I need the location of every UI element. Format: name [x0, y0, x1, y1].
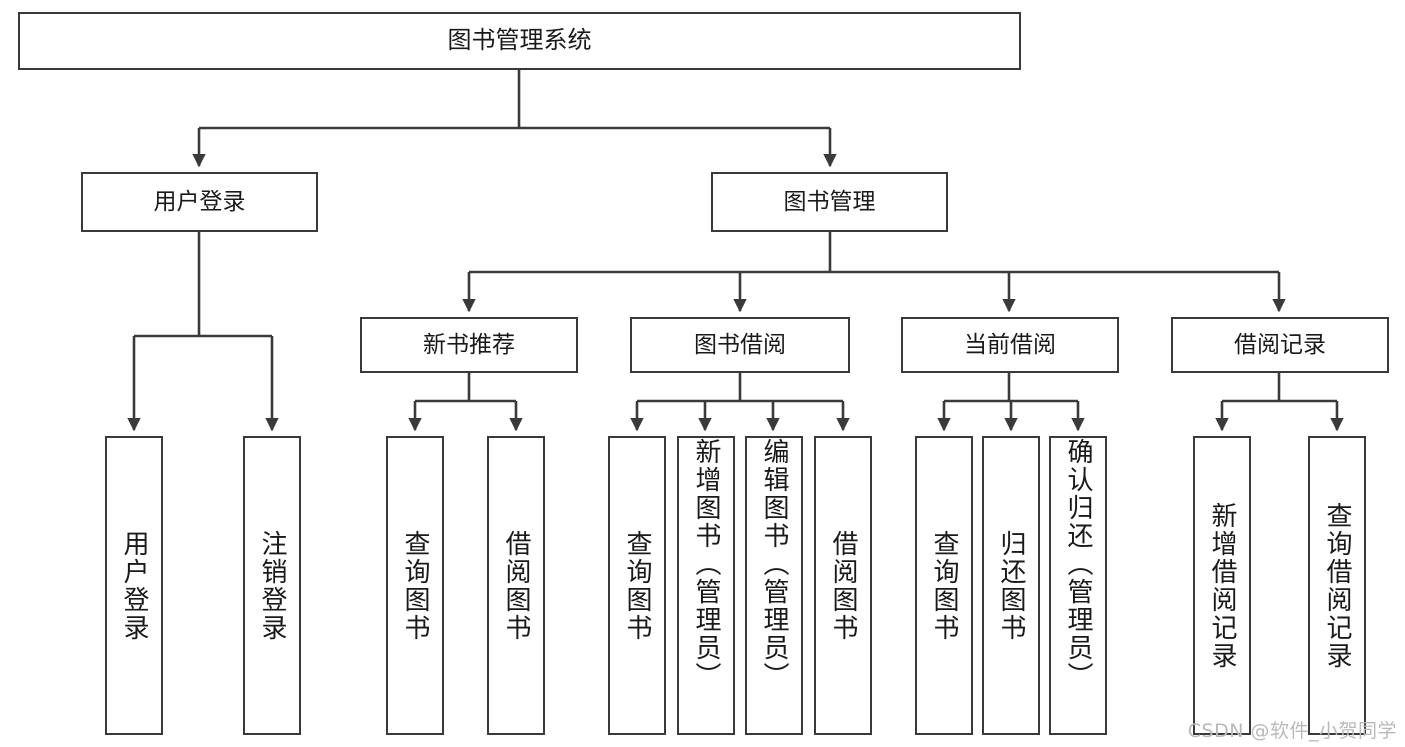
node-current-borrow[interactable]: 当前借阅 — [901, 317, 1119, 373]
csdn-watermark: CSDN @软件_小贺同学 — [1187, 720, 1397, 742]
node-label: 当前借阅 — [964, 331, 1056, 358]
node-borrow-record[interactable]: 借阅记录 — [1171, 317, 1389, 373]
leaf-confirm-return-admin[interactable]: 确认归还（管理员） — [1049, 436, 1107, 735]
leaf-add-borrow-record[interactable]: 新增借阅记录 — [1193, 436, 1251, 735]
leaf-query-borrow-record[interactable]: 查询借阅记录 — [1308, 436, 1366, 735]
node-label: 新增图书（管理员） — [691, 438, 721, 690]
node-label: 新增借阅记录 — [1207, 501, 1237, 670]
node-label: 查询图书 — [400, 529, 430, 642]
node-label: 查询图书 — [929, 529, 959, 642]
node-label: 借阅图书 — [501, 529, 531, 642]
node-label: 编辑图书（管理员） — [759, 438, 789, 690]
leaf-user-login[interactable]: 用户登录 — [105, 436, 163, 735]
leaf-logout-login[interactable]: 注销登录 — [243, 436, 301, 735]
leaf-borrow-book-recommend[interactable]: 借阅图书 — [487, 436, 545, 735]
node-label: 新书推荐 — [423, 331, 515, 358]
node-label: 注销登录 — [257, 529, 287, 642]
node-label: 借阅记录 — [1234, 331, 1326, 358]
node-label: 确认归还（管理员） — [1063, 438, 1093, 690]
leaf-return-book[interactable]: 归还图书 — [982, 436, 1040, 735]
leaf-query-book-current[interactable]: 查询图书 — [915, 436, 973, 735]
node-label: 查询图书 — [622, 529, 652, 642]
leaf-add-book-admin[interactable]: 新增图书（管理员） — [677, 436, 735, 735]
node-label: 归还图书 — [996, 529, 1026, 642]
node-user-login[interactable]: 用户登录 — [81, 172, 318, 232]
node-label: 查询借阅记录 — [1322, 501, 1352, 670]
node-book-borrow[interactable]: 图书借阅 — [630, 317, 850, 373]
leaf-query-book-recommend[interactable]: 查询图书 — [386, 436, 444, 735]
leaf-borrow-book[interactable]: 借阅图书 — [814, 436, 872, 735]
node-book-management[interactable]: 图书管理 — [711, 172, 948, 232]
node-label: 图书借阅 — [694, 331, 786, 358]
node-root-book-management-system[interactable]: 图书管理系统 — [18, 12, 1021, 70]
node-label: 借阅图书 — [828, 529, 858, 642]
node-label: 图书管理系统 — [447, 26, 592, 55]
leaf-query-book-borrow[interactable]: 查询图书 — [608, 436, 666, 735]
node-new-book-recommend[interactable]: 新书推荐 — [360, 317, 578, 373]
node-label: 图书管理 — [783, 188, 876, 215]
node-label: 用户登录 — [119, 529, 149, 642]
node-label: 用户登录 — [153, 188, 246, 215]
leaf-edit-book-admin[interactable]: 编辑图书（管理员） — [745, 436, 803, 735]
